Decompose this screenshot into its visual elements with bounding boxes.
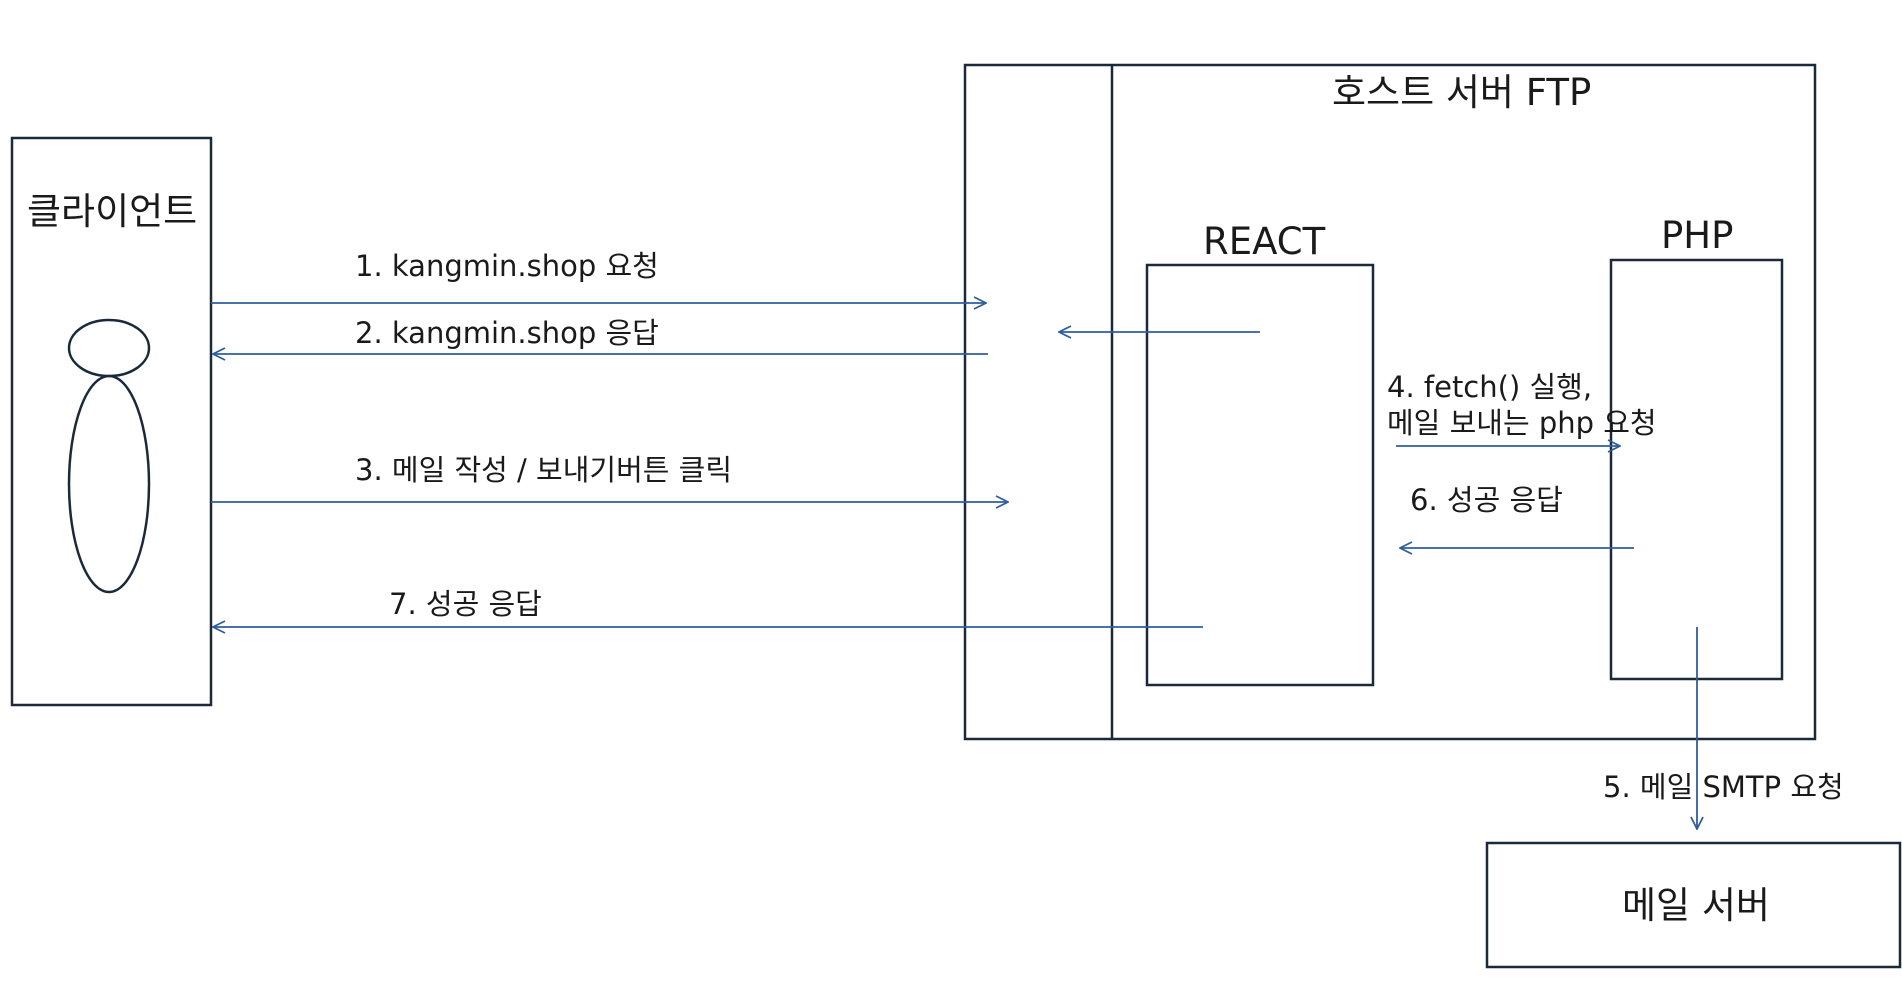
react-label: REACT [1203, 220, 1326, 263]
mail-server-box [1485, 841, 1902, 969]
php-label: PHP [1661, 214, 1734, 257]
client-box [10, 136, 213, 707]
step-7-label: 7. 성공 응답 [389, 587, 542, 621]
php-box [1609, 258, 1784, 681]
step-1-label: 1. kangmin.shop 요청 [355, 249, 659, 283]
react-box [1145, 263, 1375, 687]
mail-server-label: 메일 서버 [1622, 884, 1770, 927]
actor-head [67, 318, 151, 378]
client-label: 클라이언트 [27, 190, 198, 233]
actor-body [67, 374, 151, 594]
step-4-label: 4. fetch() 실행, 메일 보내는 php 요청 [1387, 370, 1657, 440]
step-6-label: 6. 성공 응답 [1410, 483, 1563, 517]
step-2-label: 2. kangmin.shop 응답 [355, 316, 659, 350]
host-server-box [963, 63, 1817, 741]
step-5-label: 5. 메일 SMTP 요청 [1603, 770, 1844, 804]
step-3-label: 3. 메일 작성 / 보내기버튼 클릭 [355, 453, 733, 487]
host-server-label: 호스트 서버 FTP [1332, 71, 1592, 114]
